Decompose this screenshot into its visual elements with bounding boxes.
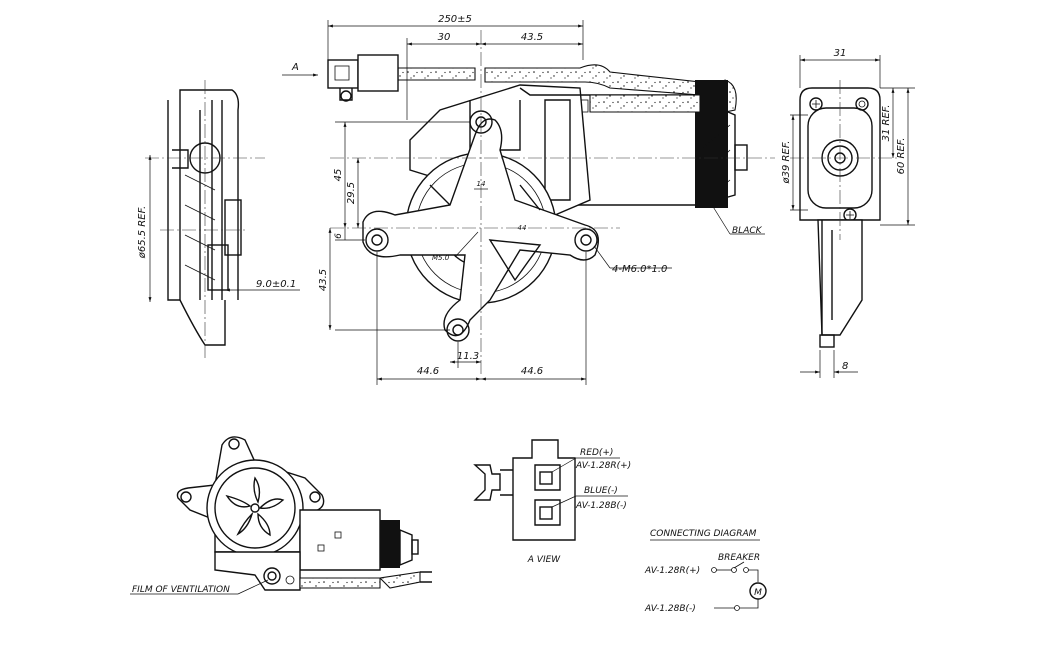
dim-44: 44 [518, 224, 527, 232]
front-view: A [282, 14, 775, 385]
connecting-diagram-title: CONNECTING DIAGRAM [650, 529, 757, 539]
a-view: RED(+) AV-1.28R(+) BLUE(-) AV-1.28B(-) A… [473, 439, 631, 565]
isometric-view: FILM OF VENTILATION [130, 436, 432, 595]
red-label: RED(+) [580, 448, 613, 458]
dim-8: 8 [842, 361, 848, 372]
dim-11-3: 11.3 [457, 351, 479, 362]
dim-9-0: 9.0±0.1 [256, 279, 296, 290]
dim-45: 45 [333, 169, 344, 182]
dim-6: 6 [334, 233, 344, 239]
dim-30: 30 [438, 32, 451, 43]
dim-44-6-right: 44.6 [521, 366, 543, 377]
av-b-label: AV-1.28B(-) [575, 501, 627, 511]
dim-44-6-left: 44.6 [417, 366, 439, 377]
end-view: 31 31 REF. 60 REF. ø39 REF. 8 [781, 48, 915, 378]
black-callout: BLACK [732, 226, 763, 236]
dim-dia65-5: ø65.5 REF. [137, 206, 148, 259]
dim-31-top: 31 [834, 48, 847, 59]
dim-43-5-left: 43.5 [318, 269, 329, 291]
a-view-label: A VIEW [527, 555, 562, 565]
holes-callout: 4-M6.0*1.0 [612, 264, 667, 275]
dim-29-5: 29.5 [346, 182, 357, 204]
dim-43-5-top: 43.5 [521, 32, 543, 43]
dim-m5: M5.0 [432, 254, 450, 262]
dim-31-ref: 31 REF. [881, 105, 892, 142]
motor-symbol: M [754, 588, 762, 598]
side-view: ø65.5 REF. 9.0±0.1 [137, 80, 300, 360]
blue-label: BLUE(-) [584, 486, 618, 496]
dim-14: 14 [477, 180, 486, 188]
dim-overall-length: 250±5 [438, 14, 472, 25]
cd-b-label: AV-1.28B(-) [644, 604, 696, 614]
view-a-arrow-label: A [291, 62, 299, 73]
connecting-diagram: CONNECTING DIAGRAM BREAKER AV-1.28R(+) M… [644, 529, 767, 614]
dim-dia39-ref: ø39 REF. [781, 141, 792, 185]
breaker-label: BREAKER [718, 553, 760, 563]
film-callout: FILM OF VENTILATION [132, 585, 230, 595]
av-r-label: AV-1.28R(+) [575, 461, 631, 471]
cd-r-label: AV-1.28R(+) [644, 566, 700, 576]
dim-60-ref: 60 REF. [896, 138, 907, 175]
